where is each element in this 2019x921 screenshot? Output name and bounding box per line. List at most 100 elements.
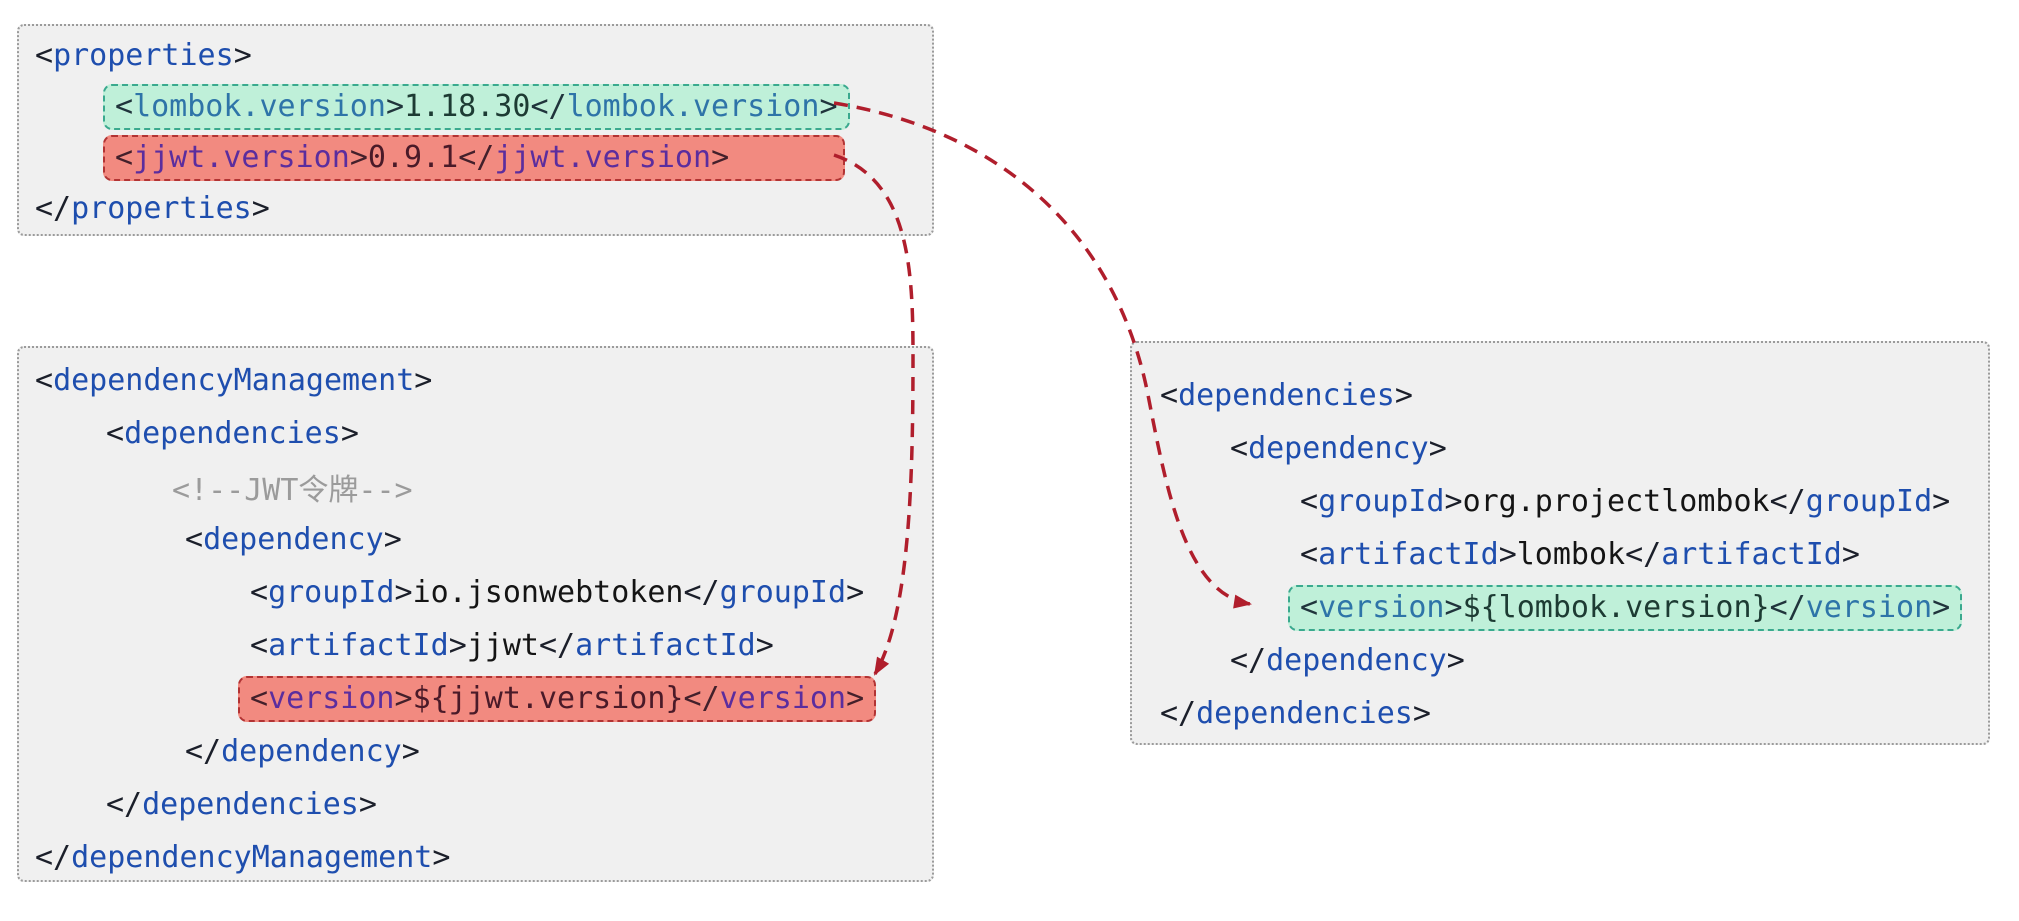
- code-token: >: [1444, 484, 1463, 519]
- code-token: </: [683, 575, 720, 610]
- code-token: 1.18.30: [404, 89, 531, 124]
- code-line: <groupId>org.projectlombok</groupId>: [1132, 475, 1988, 528]
- code-token: >: [1932, 590, 1951, 625]
- code-line: </dependency>: [1132, 634, 1988, 687]
- code-token: </: [458, 140, 495, 175]
- properties-code-box: <properties><lombok.version>1.18.30</lom…: [17, 24, 934, 236]
- code-token: </: [1230, 643, 1267, 678]
- code-token: dependencies: [1196, 696, 1413, 731]
- code-token: >: [251, 191, 270, 226]
- code-token: </: [539, 628, 576, 663]
- code-line: <dependencies>: [1132, 369, 1988, 422]
- code-token: <: [35, 363, 54, 398]
- code-token: <: [1230, 431, 1249, 466]
- code-token: >: [233, 38, 252, 73]
- code-line: </dependencyManagement>: [19, 831, 932, 884]
- code-token: dependencies: [1178, 378, 1395, 413]
- code-token: org.projectlombok: [1462, 484, 1770, 519]
- code-token: </: [1625, 537, 1662, 572]
- jjwt-version-property-highlight: <jjwt.version>0.9.1</jjwt.version>: [103, 134, 845, 181]
- code-token: >: [432, 840, 451, 875]
- code-token: >: [1444, 590, 1463, 625]
- lombok-version-property-highlight: <lombok.version>1.18.30</lombok.version>: [103, 83, 850, 130]
- code-token: dependency: [221, 734, 402, 769]
- code-token: >: [1412, 696, 1431, 731]
- code-token: >: [394, 681, 413, 716]
- code-token: groupId: [719, 575, 847, 610]
- code-token: groupId: [268, 575, 395, 610]
- code-token: >: [1932, 484, 1951, 519]
- code-token: groupId: [1318, 484, 1445, 519]
- code-token: version: [1805, 590, 1933, 625]
- code-token: <: [185, 522, 204, 557]
- code-token: <: [1300, 484, 1319, 519]
- code-token: dependency: [1266, 643, 1447, 678]
- code-token: version: [1318, 590, 1445, 625]
- code-token: ${lombok.version}: [1462, 590, 1770, 625]
- code-token: version: [719, 681, 847, 716]
- code-token: >: [755, 628, 774, 663]
- code-token: </: [1769, 484, 1806, 519]
- code-line: <dependencies>: [19, 407, 932, 460]
- code-line: <version>${jjwt.version}</version>: [19, 672, 932, 725]
- code-token: </: [35, 840, 72, 875]
- code-token: artifactId: [1661, 537, 1842, 572]
- code-token: <: [250, 681, 269, 716]
- code-token: <: [106, 416, 125, 451]
- code-token: >: [819, 89, 838, 124]
- code-token: jjwt.version: [133, 140, 350, 175]
- code-token: >: [448, 628, 467, 663]
- code-token: jjwt.version: [494, 140, 712, 175]
- code-token: artifactId: [1318, 537, 1499, 572]
- code-token: >: [383, 522, 402, 557]
- code-token: <!--JWT令牌-->: [172, 472, 413, 508]
- code-line: <dependency>: [1132, 422, 1988, 475]
- code-line: <version>${lombok.version}</version>: [1132, 581, 1988, 634]
- code-token: version: [268, 681, 395, 716]
- code-token: >: [1428, 431, 1447, 466]
- code-token: </: [530, 89, 567, 124]
- code-token: dependencyManagement: [71, 840, 433, 875]
- code-token: dependency: [1248, 431, 1429, 466]
- code-token: <: [250, 628, 269, 663]
- code-token: <: [1300, 537, 1319, 572]
- code-line: <artifactId>jjwt</artifactId>: [19, 619, 932, 672]
- code-token: >: [1498, 537, 1517, 572]
- code-token: >: [401, 734, 420, 769]
- code-token: </: [1160, 696, 1197, 731]
- code-token: ${jjwt.version}: [412, 681, 684, 716]
- code-token: properties: [71, 191, 252, 226]
- code-token: lombok.version: [566, 89, 820, 124]
- code-token: 0.9.1: [367, 140, 459, 175]
- code-token: groupId: [1805, 484, 1933, 519]
- code-token: dependency: [203, 522, 384, 557]
- code-token: >: [340, 416, 359, 451]
- code-token: >: [385, 89, 404, 124]
- code-token: lombok.version: [133, 89, 386, 124]
- code-line: <dependency>: [19, 513, 932, 566]
- code-line: </dependencies>: [19, 778, 932, 831]
- code-token: </: [106, 787, 143, 822]
- code-token: artifactId: [268, 628, 449, 663]
- code-line: </dependency>: [19, 725, 932, 778]
- code-token: >: [711, 140, 730, 175]
- code-token: <: [1160, 378, 1179, 413]
- code-token: </: [185, 734, 222, 769]
- code-token: dependencies: [142, 787, 359, 822]
- code-line: <groupId>io.jsonwebtoken</groupId>: [19, 566, 932, 619]
- code-line: <!--JWT令牌-->: [19, 460, 932, 513]
- code-token: </: [683, 681, 720, 716]
- code-token: artifactId: [575, 628, 756, 663]
- jjwt-version-usage-highlight: <version>${jjwt.version}</version>: [238, 675, 877, 722]
- code-token: >: [394, 575, 413, 610]
- code-token: <: [35, 38, 54, 73]
- code-token: dependencies: [124, 416, 341, 451]
- code-line: <properties>: [19, 30, 932, 81]
- code-token: <: [115, 140, 134, 175]
- code-token: >: [1841, 537, 1860, 572]
- code-token: properties: [53, 38, 234, 73]
- code-token: >: [414, 363, 433, 398]
- lombok-version-usage-highlight: <version>${lombok.version}</version>: [1288, 584, 1963, 631]
- code-line: <jjwt.version>0.9.1</jjwt.version>: [19, 132, 932, 183]
